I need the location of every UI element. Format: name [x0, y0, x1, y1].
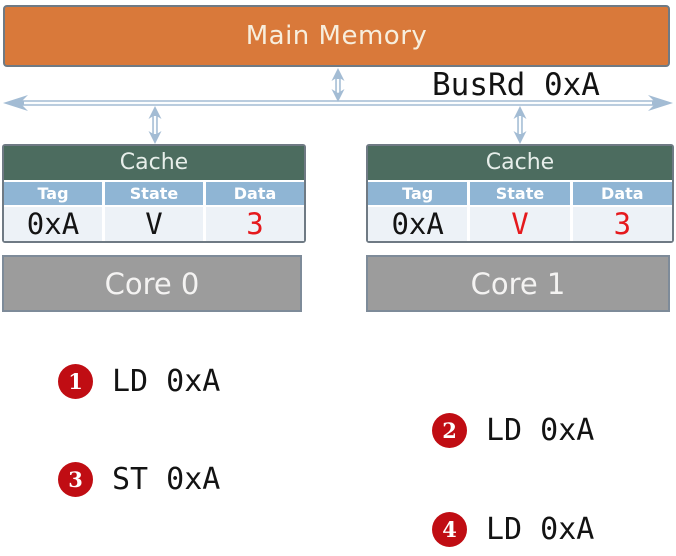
main-memory-block: Main Memory	[3, 5, 670, 67]
operation-3-number-badge: 3	[58, 461, 93, 497]
operation-2: 2 LD 0xA	[432, 412, 594, 448]
cache-0-data-value: 3	[206, 207, 304, 241]
memory-bus-connector-arrow	[331, 68, 345, 102]
cache-0-value-row: 0xA V 3	[4, 207, 304, 241]
core-1-block: Core 1	[366, 255, 670, 312]
cache-0-col-data: Data	[206, 181, 304, 205]
cache-1-bus-connector-arrow	[513, 106, 527, 144]
operation-4-label: LD 0xA	[486, 511, 595, 547]
cache-0-col-tag: Tag	[4, 181, 102, 205]
cache-0-state-value: V	[105, 207, 203, 241]
cache-1-tag-value: 0xA	[368, 207, 468, 241]
cache-1-data-value: 3	[572, 207, 672, 241]
cache-0-header-row: Tag State Data	[4, 181, 304, 205]
cache-0-block: Cache Tag State Data 0xA V 3	[2, 144, 306, 243]
operation-3-label: ST 0xA	[112, 461, 221, 497]
operation-4: 4 LD 0xA	[432, 511, 594, 547]
bus-transaction-label: BusRd 0xA	[432, 67, 600, 103]
operation-4-number-badge: 4	[432, 511, 467, 547]
cache-1-col-data: Data	[572, 181, 672, 205]
cache-1-col-tag: Tag	[368, 181, 468, 205]
operation-1-label: LD 0xA	[112, 363, 221, 399]
main-memory-label: Main Memory	[245, 21, 428, 51]
operation-2-label: LD 0xA	[486, 412, 595, 448]
cache-1-block: Cache Tag State Data 0xA V 3	[366, 144, 674, 243]
cache-1-title: Cache	[368, 146, 672, 180]
operation-3: 3 ST 0xA	[58, 461, 220, 497]
cache-0-title: Cache	[4, 146, 304, 180]
cache-0-col-state: State	[105, 181, 203, 205]
operation-2-number-badge: 2	[432, 412, 467, 448]
core-0-label: Core 0	[104, 266, 200, 301]
cache-1-col-state: State	[470, 181, 570, 205]
cache-1-state-value: V	[470, 207, 570, 241]
cache-0-tag-value: 0xA	[4, 207, 102, 241]
cache-0-bus-connector-arrow	[148, 106, 162, 144]
cache-1-header-row: Tag State Data	[368, 181, 672, 205]
core-0-block: Core 0	[2, 255, 302, 312]
operation-1: 1 LD 0xA	[58, 363, 220, 399]
operation-1-number-badge: 1	[58, 363, 93, 399]
cache-1-value-row: 0xA V 3	[368, 207, 672, 241]
core-1-label: Core 1	[470, 266, 566, 301]
